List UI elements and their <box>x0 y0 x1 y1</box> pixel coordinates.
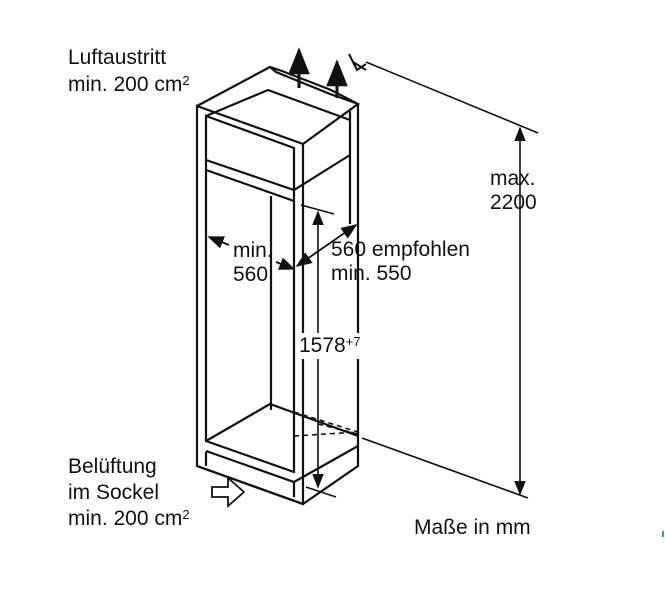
edge-marker <box>662 531 664 537</box>
inner-width-value: 560 <box>233 263 269 286</box>
air-outlet-arrows <box>288 47 348 98</box>
corner-arrow-marker <box>348 53 367 72</box>
inner-width-dimension <box>207 236 296 270</box>
depth-recommended: 560 empfohlen <box>331 238 470 261</box>
niche-height-tolerance: +7 <box>345 334 361 349</box>
air-outlet-title: Luftaustritt <box>68 46 167 69</box>
niche-bottom-shelf <box>205 402 359 442</box>
niche-bottom-shelf-front <box>205 445 359 484</box>
vent-exponent: 2 <box>182 507 190 522</box>
cabinet-top-face <box>196 65 361 145</box>
max-height-dimension <box>361 61 539 499</box>
niche-height-label: 1578+7 <box>297 333 363 359</box>
air-outlet-value: min. 200 cm2 <box>68 73 190 96</box>
plinth <box>196 452 304 506</box>
niche-top-shelf-back <box>205 168 295 203</box>
niche-top-shelf <box>205 154 351 192</box>
depth-min: min. 550 <box>331 262 412 285</box>
depth-dashed-lines <box>293 411 359 437</box>
cabinet-niche-outline <box>195 65 361 506</box>
max-height-prefix: max. <box>490 167 536 190</box>
units-note: Maße in mm <box>414 516 531 539</box>
niche-top-shelf-edge <box>205 88 351 122</box>
inner-width-prefix: min. <box>233 239 273 262</box>
cabinet-front-inner <box>204 114 296 474</box>
max-height-value: 2200 <box>490 191 537 214</box>
depth-dimension <box>295 224 358 267</box>
air-outlet-exponent: 2 <box>182 73 190 88</box>
vent-title: Belüftung <box>68 455 157 478</box>
vent-value: min. 200 cm2 <box>68 507 190 530</box>
vent-location: im Sockel <box>68 481 160 504</box>
cabinet-top-rim <box>269 66 359 106</box>
plinth-vent-arrow <box>211 476 246 508</box>
